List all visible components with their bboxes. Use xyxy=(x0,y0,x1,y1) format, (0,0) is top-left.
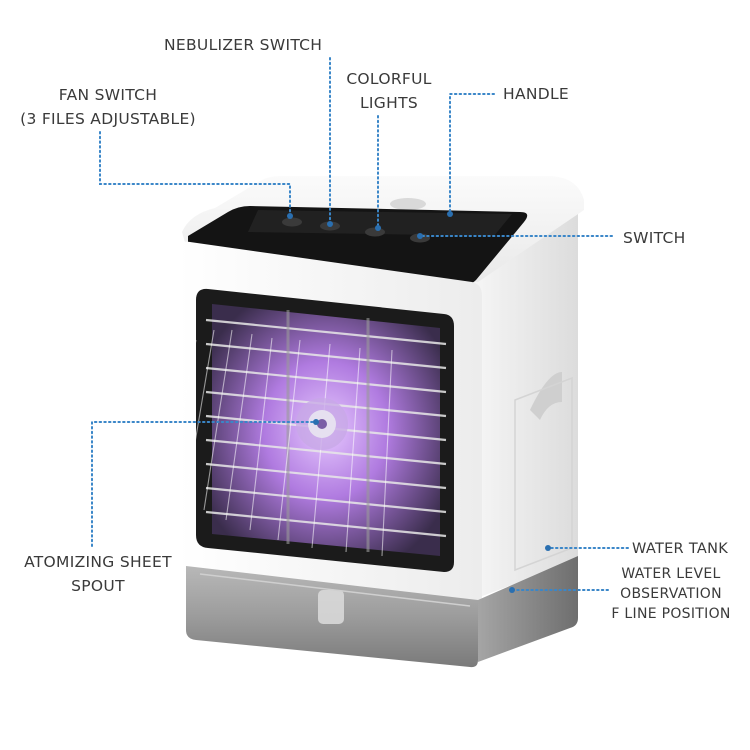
label-fan-switch: FAN SWITCH (3 FILES ADJUSTABLE) xyxy=(20,86,196,128)
water-level-window xyxy=(318,590,344,624)
label-handle: HANDLE xyxy=(503,85,570,103)
leader-handle xyxy=(447,93,495,217)
leader-switch xyxy=(417,233,613,239)
label-water-level: WATER LEVEL OBSERVATION F LINE POSITION xyxy=(611,566,731,622)
grille-dividers xyxy=(286,310,370,552)
leader-water-tank xyxy=(545,545,629,551)
water-tank xyxy=(186,556,578,668)
atomizing-sheet-nozzle xyxy=(296,398,348,450)
side-handle-grip xyxy=(530,372,562,420)
leader-nebulizer-switch xyxy=(327,57,333,227)
label-nebulizer-switch: NEBULIZER SWITCH xyxy=(164,36,323,54)
leader-colorful-lights xyxy=(375,115,381,231)
label-water-tank: WATER TANK xyxy=(632,541,729,557)
label-colorful-lights: COLORFUL LIGHTS xyxy=(346,70,432,112)
leader-fan-switch xyxy=(99,131,293,219)
leader-water-level xyxy=(509,587,609,593)
mist-outlet xyxy=(390,198,426,210)
label-switch: SWITCH xyxy=(623,229,686,247)
leader-atomizing-sheet-spout xyxy=(91,419,319,547)
label-atomizing-sheet-spout: ATOMIZING SHEET SPOUT xyxy=(24,553,172,595)
fan-switch-button[interactable] xyxy=(282,217,302,227)
